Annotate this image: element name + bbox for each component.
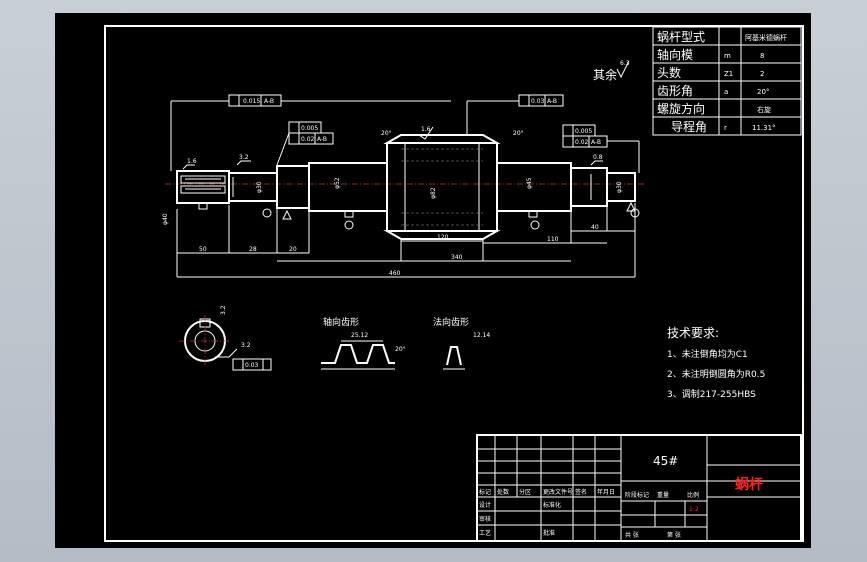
- angle-20c: 20°: [395, 346, 406, 353]
- param-value-0: 阿基米德蜗杆: [745, 33, 787, 42]
- cad-viewport[interactable]: 蜗杆型式 阿基米德蜗杆 轴向模 m 8 头数 Z1 2 齿形角 a 20° 螺旋…: [55, 13, 811, 548]
- param-name-3: 齿形角: [657, 84, 693, 98]
- dimension-lines: 50 28 20 120 340 110 40 460: [176, 203, 636, 278]
- worm-shaft-view: φ52 φ82 φ45 φ30 φ30 φ40: [162, 134, 645, 240]
- param-symbol-3: a: [724, 88, 728, 96]
- roughness-value: 6.3: [620, 60, 630, 67]
- tb-scale: 1:2: [689, 506, 699, 513]
- dim-phi-center: φ82: [430, 187, 437, 199]
- param-symbol-5: r: [724, 124, 727, 132]
- section-tol: 0.03: [245, 362, 259, 369]
- tech-req-item-1: 2、未注明倒圆角为R0.5: [667, 368, 765, 380]
- dim-28: 28: [249, 246, 257, 253]
- angle-20a: 20°: [381, 130, 392, 137]
- param-name-4: 螺旋方向: [657, 101, 705, 116]
- tol-cyl-right: 0.005: [575, 128, 592, 135]
- rough-1-6a: 1.6: [187, 158, 197, 165]
- rough-1-6b: 1.6: [421, 126, 431, 133]
- tolerance-frames: 0.015 A-B 0.03 A-B 0.005 0.02 A-B 0.005 …: [170, 94, 640, 173]
- normal-tooth-profile: 法向齿形 12.14: [433, 316, 490, 370]
- tb-scale-label: 比例: [687, 491, 699, 499]
- tb-count-label: 处数: [497, 488, 509, 496]
- tol-runout-left-small-datum: A-B: [317, 136, 327, 143]
- tb-part-name: 蜗杆: [735, 476, 763, 493]
- axial-tooth-profile: 轴向齿形 25.12 20°: [321, 316, 406, 370]
- tb-stage-label: 阶段标记: [625, 491, 649, 499]
- tol-runout-right-small: 0.02: [575, 139, 589, 146]
- dim-phi-flange: φ40: [162, 213, 169, 225]
- param-symbol-1: m: [724, 52, 731, 60]
- drawing-canvas: 蜗杆型式 阿基米德蜗杆 轴向模 m 8 头数 Z1 2 齿形角 a 20° 螺旋…: [104, 25, 804, 542]
- dim-40: 40: [591, 224, 599, 231]
- worm-thread-section: [386, 142, 498, 232]
- key-section-view: 3.2 3.2 0.03: [179, 305, 272, 371]
- dim-phi-end: φ30: [616, 181, 623, 193]
- technical-requirements: 技术要求: 1、未注倒角均为C1 2、未注明倒圆角为R0.5 3、调制217-2…: [667, 326, 765, 400]
- tol-circ-runout-left-datum: A-B: [264, 98, 274, 105]
- roughness-label: 其余: [593, 67, 617, 82]
- normal-profile-label: 法向齿形: [433, 316, 469, 328]
- title-block: 标记 处数 分区 更改文件号 签名 年月日 设计 标准化 审核 工艺 批准 45…: [476, 434, 802, 542]
- dim-50: 50: [199, 246, 207, 253]
- tol-runout-right-small-datum: A-B: [591, 139, 601, 146]
- param-name-2: 头数: [657, 65, 681, 80]
- section-rough: 3.2: [241, 342, 251, 349]
- tb-date-label: 年月日: [597, 488, 615, 496]
- dim-phi-right: φ45: [526, 177, 533, 189]
- tech-req-item-0: 1、未注倒角均为C1: [667, 348, 748, 360]
- dim-20: 20: [289, 246, 297, 253]
- tb-process-label: 工艺: [479, 529, 491, 537]
- tb-std-label: 标准化: [543, 501, 561, 509]
- dim-460: 460: [389, 270, 401, 277]
- param-value-3: 20°: [757, 88, 769, 96]
- param-symbol-2: Z1: [724, 70, 733, 78]
- worm-parameter-table: 蜗杆型式 阿基米德蜗杆 轴向模 m 8 头数 Z1 2 齿形角 a 20° 螺旋…: [652, 26, 802, 136]
- param-value-4: 右旋: [757, 105, 771, 114]
- axial-profile-label: 轴向齿形: [323, 316, 359, 328]
- rough-3-2: 3.2: [239, 154, 249, 161]
- tb-sheet-label: 共 张: [625, 531, 639, 539]
- normal-tooth-dim: 12.14: [473, 332, 490, 339]
- tb-approve-label: 批准: [543, 529, 555, 537]
- sheet-frame: [104, 25, 804, 542]
- param-name-5: 导程角: [671, 119, 707, 134]
- dim-110: 110: [547, 236, 559, 243]
- tb-page-label: 第 张: [667, 531, 681, 539]
- tb-mark-label: 标记: [479, 488, 491, 496]
- param-name-1: 轴向模: [657, 47, 693, 62]
- tol-runout-left-small: 0.02: [301, 136, 315, 143]
- tb-sign-label: 签名: [575, 488, 587, 496]
- dim-120: 120: [437, 234, 449, 241]
- tol-runout-top-center-datum: A-B: [547, 98, 557, 105]
- dim-phi-mid: φ52: [334, 177, 341, 189]
- param-value-5: 11.31°: [752, 124, 776, 132]
- tech-req-title: 技术要求:: [667, 326, 719, 340]
- dim-phi-left: φ30: [256, 181, 263, 193]
- tol-runout-top-center: 0.03: [531, 98, 545, 105]
- tol-circ-runout-left: 0.015: [243, 98, 260, 105]
- tb-doc-label: 更改文件号: [543, 488, 573, 496]
- tb-zone-label: 分区: [519, 488, 531, 496]
- angle-20b: 20°: [513, 130, 524, 137]
- tb-check-label: 审核: [479, 515, 491, 523]
- section-tol-dim: 3.2: [220, 305, 227, 315]
- tech-req-item-2: 3、调制217-255HBS: [667, 388, 756, 400]
- rough-0-8: 0.8: [593, 154, 603, 161]
- tb-design-label: 设计: [479, 501, 491, 509]
- axial-tooth-dim: 25.12: [351, 332, 368, 339]
- tb-weight-label: 重量: [657, 491, 669, 499]
- param-value-1: 8: [760, 52, 764, 60]
- dim-340: 340: [451, 254, 463, 261]
- param-value-2: 2: [760, 70, 764, 78]
- general-roughness-note: 其余 6.3: [593, 60, 630, 82]
- tb-material: 45#: [653, 454, 678, 468]
- tol-cyl-left: 0.005: [301, 125, 318, 132]
- param-name-0: 蜗杆型式: [657, 29, 705, 44]
